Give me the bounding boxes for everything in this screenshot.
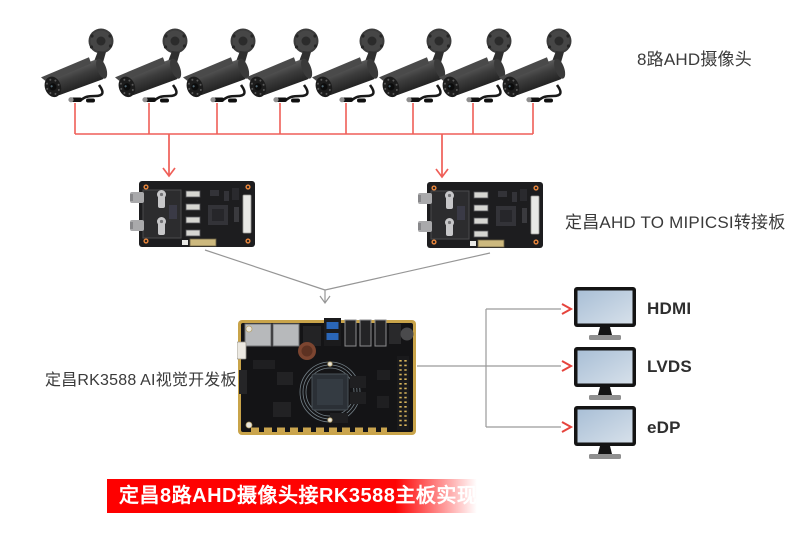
- adapter-to-mainboard-lines: [204, 249, 491, 305]
- ahd-to-mipicsi-adapter-board-icon: [130, 180, 255, 248]
- ahd-camera-icon: [499, 25, 583, 105]
- display-label-edp: eDP: [647, 418, 681, 437]
- lvds-monitor-icon: [574, 347, 636, 401]
- rk3588-mainboard-icon: [237, 310, 417, 437]
- mainboard-to-display-lines: [417, 308, 561, 428]
- ahd-to-mipicsi-adapter-board-icon: [418, 181, 543, 249]
- cameras-label: 8路AHD摄像头: [637, 50, 752, 69]
- adapter-board-label: 定昌AHD TO MIPICSI转接板: [565, 213, 786, 232]
- camera-bus-line: [74, 103, 534, 135]
- ahd-camera-icon: [41, 25, 125, 105]
- bus-to-adapter-arrows: [162, 134, 449, 179]
- mainboard-label: 定昌RK3588 AI视觉开发板: [45, 372, 237, 389]
- edp-monitor-icon: [574, 406, 636, 460]
- display-label-hdmi: HDMI: [647, 299, 692, 318]
- title-banner: 定昌8路AHD摄像头接RK3588主板实现方案: [107, 479, 518, 513]
- display-label-lvds: LVDS: [647, 357, 692, 376]
- display-arrowheads: [561, 303, 574, 433]
- hdmi-monitor-icon: [574, 287, 636, 341]
